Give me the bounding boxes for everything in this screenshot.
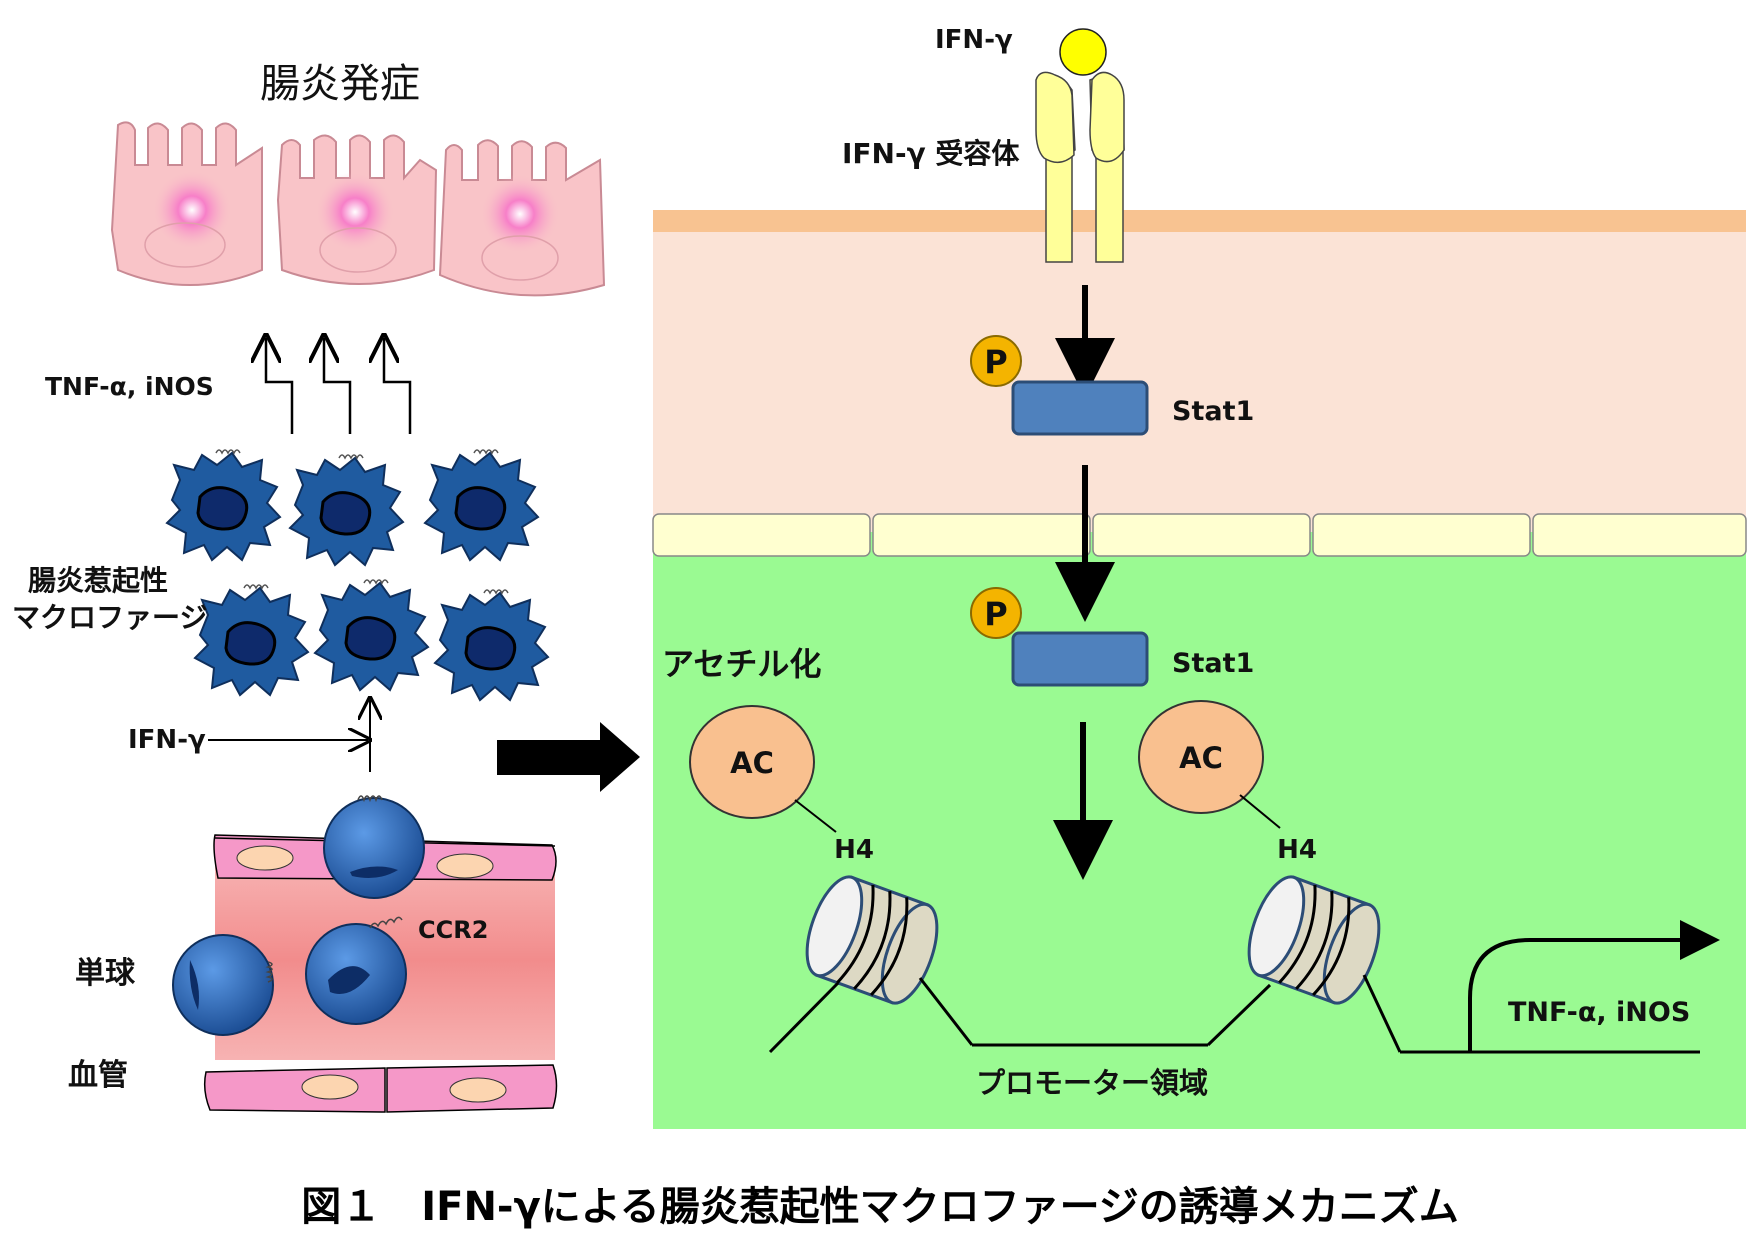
nucleosome [805, 875, 939, 1005]
ac-label: AC [730, 746, 774, 780]
nucleosome [1247, 875, 1381, 1005]
h4-label: H4 [1277, 835, 1317, 865]
h4-label: H4 [834, 835, 874, 865]
epithelial-cell [276, 134, 438, 285]
blood-vessel [203, 834, 558, 1113]
intestinal-epithelium [110, 121, 606, 297]
stat1-protein [1011, 380, 1149, 436]
ac-label: AC [1179, 741, 1223, 775]
phospho-label: P [984, 343, 1007, 381]
figure-caption: 図１ IFN-γによる腸炎惹起性マクロファージの誘導メカニズム [301, 1184, 1459, 1230]
stat1-label: Stat1 [1172, 396, 1254, 427]
macrophage-label-line1: 腸炎惹起性 [28, 564, 168, 597]
nucleus [653, 532, 1746, 1129]
epithelial-cell [110, 121, 263, 286]
monocyte [305, 916, 407, 1025]
ccr2-label: CCR2 [418, 916, 488, 944]
cytoplasm [653, 212, 1746, 532]
monocyte-label: 単球 [75, 956, 136, 991]
macrophage [313, 579, 430, 692]
ac-link [1239, 794, 1281, 829]
transition-arrow [497, 722, 640, 792]
phospho-badge [970, 587, 1022, 639]
plasma-membrane [653, 210, 1746, 232]
ac-enzyme [1138, 700, 1264, 814]
acetylation-label: アセチル化 [662, 645, 821, 683]
epithelial-cell [438, 139, 606, 297]
macrophage [423, 449, 540, 562]
target-genes-label: TNF-α, iNOS [1508, 997, 1690, 1028]
stat1-label: Stat1 [1172, 648, 1254, 679]
ac-link [794, 799, 837, 833]
vessel-label: 血管 [68, 1058, 128, 1093]
left-panel: 腸炎発症 TNF-α, iNOS [12, 61, 606, 1113]
ifn-gamma-receptor [1035, 71, 1125, 263]
macrophage [193, 584, 310, 697]
dna-strand [768, 974, 1700, 1054]
transcription-start-arrow [1468, 920, 1720, 1052]
macrophage-label-line2: マクロファージ [12, 601, 207, 634]
phospho-badge [970, 335, 1022, 387]
macrophage [433, 589, 550, 702]
macrophage [165, 449, 282, 562]
phospho-label: P [984, 595, 1007, 633]
cytokines-label: TNF-α, iNOS [45, 372, 214, 401]
macrophage [288, 454, 405, 567]
receptor-label: IFN-γ 受容体 [842, 137, 1020, 170]
right-panel: IFN-γ IFN-γ 受容体 P Stat1 P Stat1 アセチル化 AC… [652, 25, 1747, 1129]
colitis-onset-title: 腸炎発症 [260, 61, 420, 107]
macrophage-cluster [165, 449, 550, 702]
ifn-gamma-label-right: IFN-γ [935, 25, 1013, 55]
cytokine-arrows [266, 338, 412, 434]
monocyte [172, 934, 274, 1036]
ifn-gamma-ligand [1059, 28, 1107, 76]
ifn-gamma-label-left: IFN-γ [128, 725, 206, 755]
promoter-region-label: プロモーター領域 [976, 1066, 1208, 1100]
ac-enzyme [689, 705, 815, 819]
stat1-protein [1011, 631, 1149, 687]
nuclear-envelope [652, 513, 1747, 557]
monocyte [323, 795, 425, 899]
